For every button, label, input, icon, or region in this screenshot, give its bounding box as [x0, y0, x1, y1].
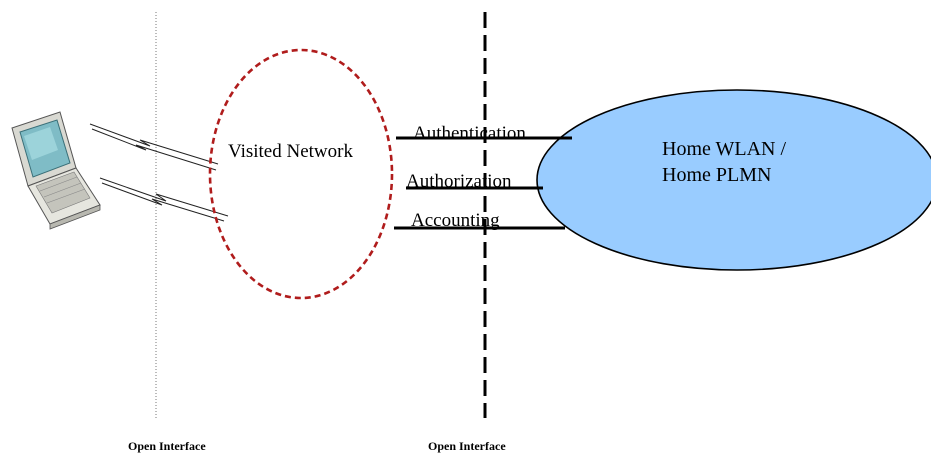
home-network-label-line1: Home WLAN / — [662, 138, 786, 160]
accounting-label: Accounting — [411, 210, 500, 231]
open-interface-label-left: Open Interface — [128, 439, 206, 453]
laptop-icon — [11, 111, 101, 230]
home-network-ellipse — [536, 89, 931, 271]
visited-network-label: Visited Network — [228, 141, 353, 162]
visited-network-ellipse — [208, 48, 394, 300]
home-network-label-line2: Home PLMN — [662, 164, 771, 186]
open-interface-label-right: Open Interface — [428, 439, 506, 453]
lightning-bolt-icon — [89, 123, 229, 222]
authorization-label: Authorization — [406, 171, 512, 192]
authentication-label: Authentication — [413, 123, 526, 144]
